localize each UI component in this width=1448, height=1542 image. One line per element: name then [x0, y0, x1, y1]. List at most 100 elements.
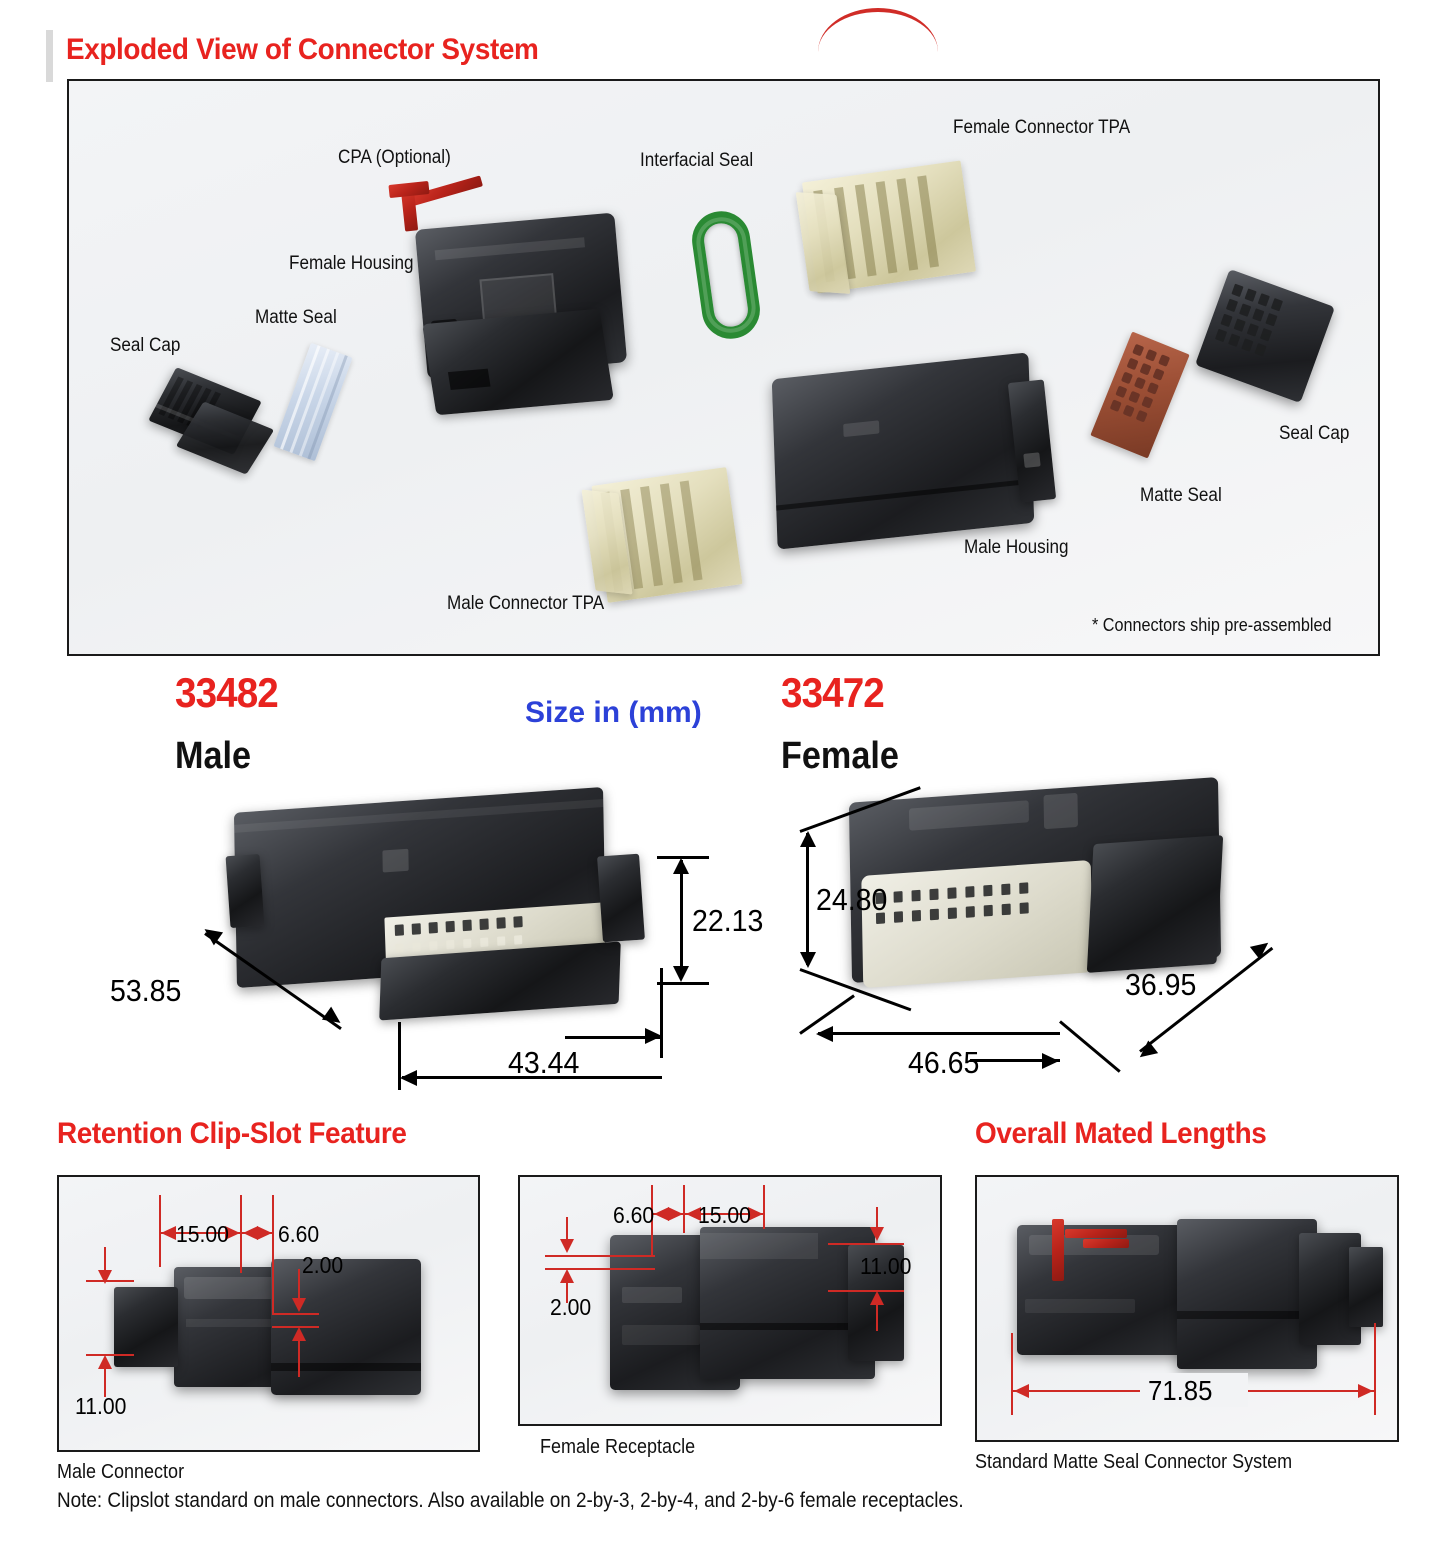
- heading-accent-bar: [46, 30, 53, 82]
- label-interfacial-seal: Interfacial Seal: [640, 150, 754, 171]
- male-height-arrow-top: [673, 858, 689, 874]
- male-depth-value: 53.85: [110, 973, 182, 1008]
- label-seal-cap-right: Seal Cap: [1279, 423, 1350, 444]
- clip-male-ext-200-top: [272, 1313, 319, 1315]
- label-matte-seal-right: Matte Seal: [1140, 485, 1222, 506]
- clip-male-arrow-660-left: [243, 1226, 258, 1240]
- female-height-arrow-top: [800, 831, 816, 847]
- clip-female-arrow-660-left: [654, 1207, 669, 1221]
- clip-female-dim-200-upper: [566, 1217, 568, 1239]
- mated-ext-left: [1011, 1333, 1013, 1415]
- clip-male-arrow-11-up: [98, 1355, 112, 1369]
- clip-female-arrow-11-down: [870, 1227, 884, 1241]
- female-depth-arrow-start: [1134, 1040, 1159, 1064]
- male-width-arrow-left: [400, 1070, 417, 1086]
- clip-female-arrow-15-right: [748, 1207, 763, 1221]
- male-depth-arrow-end: [321, 1006, 346, 1030]
- clip-female-value-660: 6.60: [613, 1202, 655, 1228]
- label-male-connector-tpa: Male Connector TPA: [447, 593, 605, 614]
- clip-male-dim-15: [161, 1232, 240, 1234]
- clip-male-arrow-15-left: [161, 1226, 176, 1240]
- retention-note: Note: Clipslot standard on male connecto…: [57, 1489, 964, 1512]
- clip-female-ext-a: [651, 1185, 653, 1255]
- part-male-housing: [771, 352, 1035, 550]
- mated-arrow-left: [1014, 1384, 1029, 1398]
- clip-male-arrow-11-down: [98, 1270, 112, 1284]
- part-interfacial-seal: [688, 207, 764, 343]
- clip-male-dim-200-lower: [298, 1337, 300, 1377]
- clip-male-value-15: 15.00: [176, 1221, 229, 1247]
- exploded-view-footnote: * Connectors ship pre-assembled: [1092, 615, 1332, 635]
- clip-female-ext-11-bot: [828, 1290, 904, 1292]
- retention-female-caption: Female Receptacle: [540, 1436, 696, 1458]
- label-cpa-optional: CPA (Optional): [338, 147, 451, 168]
- exploded-view-heading: Exploded View of Connector System: [66, 33, 539, 66]
- female-width-dim-line-lower: [970, 1059, 1060, 1062]
- male-height-ext-top: [657, 856, 709, 859]
- clip-male-arrow-660-right: [257, 1226, 272, 1240]
- photo-female-connector-rear: [1086, 835, 1224, 973]
- clip-male-plug: [114, 1287, 178, 1367]
- female-depth-value: 36.95: [1125, 967, 1197, 1002]
- mated-length-value: 71.85: [1148, 1375, 1213, 1406]
- female-part-number: 33472: [781, 669, 885, 716]
- units-label: Size in (mm): [525, 696, 702, 729]
- mated-mid-shell: [1177, 1219, 1317, 1369]
- clip-male-value-1100: 11.00: [75, 1393, 127, 1419]
- retention-heading: Retention Clip-Slot Feature: [57, 1117, 407, 1150]
- female-width-ext-right: [1059, 1020, 1121, 1073]
- label-female-housing: Female Housing: [289, 253, 414, 274]
- female-width-arrow-left: [816, 1026, 833, 1042]
- mated-ext-right: [1374, 1323, 1376, 1415]
- male-height-ext-bottom: [657, 982, 709, 985]
- clip-male-ext-c: [272, 1195, 274, 1313]
- clip-male-arrow-200-up: [292, 1327, 306, 1341]
- label-male-housing: Male Housing: [964, 537, 1069, 558]
- clip-male-dim-11-upper: [104, 1247, 106, 1271]
- male-width-dim-line: [402, 1076, 662, 1079]
- part-matte-seal-right: [1090, 331, 1190, 459]
- male-width-ext-left: [398, 1022, 401, 1090]
- clip-female-dim-11-lower: [876, 1305, 878, 1331]
- male-height-value: 22.13: [692, 903, 764, 938]
- clip-male-ext-a: [159, 1195, 161, 1267]
- male-height-arrow-bottom: [673, 966, 689, 982]
- retention-female-panel: 6.60 15.00 2.00 11.00: [518, 1175, 942, 1426]
- exploded-view-panel: Seal Cap Matte Seal Female Housing CPA (…: [67, 79, 1380, 656]
- male-part-number: 33482: [175, 669, 279, 716]
- clip-female-dim-200-lower: [566, 1281, 568, 1303]
- clip-female-value-15: 15.00: [698, 1202, 751, 1228]
- clip-male-ext-b: [240, 1195, 242, 1273]
- male-width-value: 43.44: [508, 1045, 580, 1080]
- clip-male-dim-200-upper: [298, 1269, 300, 1299]
- part-female-housing-skirt: [422, 308, 614, 416]
- mated-dim-label-bg: [1140, 1373, 1248, 1407]
- male-width-ext-right: [660, 968, 663, 1058]
- clip-female-ext-b: [683, 1185, 685, 1233]
- male-width-dim-line-upper: [565, 1036, 663, 1039]
- clip-female-barrel: [700, 1227, 875, 1379]
- decorative-red-arc: [818, 8, 938, 60]
- photo-male-connector-left-tab: [225, 853, 265, 929]
- mated-caption: Standard Matte Seal Connector System: [975, 1451, 1293, 1473]
- clip-female-ext-11-top: [828, 1243, 904, 1245]
- retention-male-panel: 15.00 6.60 2.00 11.00: [57, 1175, 480, 1452]
- label-matte-seal-left: Matte Seal: [255, 307, 337, 328]
- part-seal-cap-right: [1194, 268, 1336, 404]
- label-female-connector-tpa: Female Connector TPA: [953, 117, 1131, 138]
- clip-female-arrow-200-down: [560, 1239, 574, 1253]
- clip-male-arrow-200-down: [292, 1298, 306, 1312]
- mated-tip: [1349, 1247, 1383, 1327]
- part-matte-seal-left: [273, 342, 353, 462]
- female-gender-label: Female: [781, 735, 899, 777]
- clip-female-arrow-15-left: [686, 1207, 701, 1221]
- mated-cpa-arm: [1065, 1229, 1127, 1238]
- clip-female-ext-200-top: [545, 1255, 655, 1257]
- photo-male-connector-right-tab: [597, 853, 645, 943]
- clip-female-dim-15: [685, 1213, 763, 1215]
- clip-male-dim-11-lower: [104, 1367, 106, 1397]
- female-height-arrow-bottom: [800, 952, 816, 968]
- clip-female-ext-200-bot: [545, 1268, 655, 1270]
- clip-female-arrow-660-right: [668, 1207, 683, 1221]
- clip-female-arrow-11-up: [870, 1291, 884, 1305]
